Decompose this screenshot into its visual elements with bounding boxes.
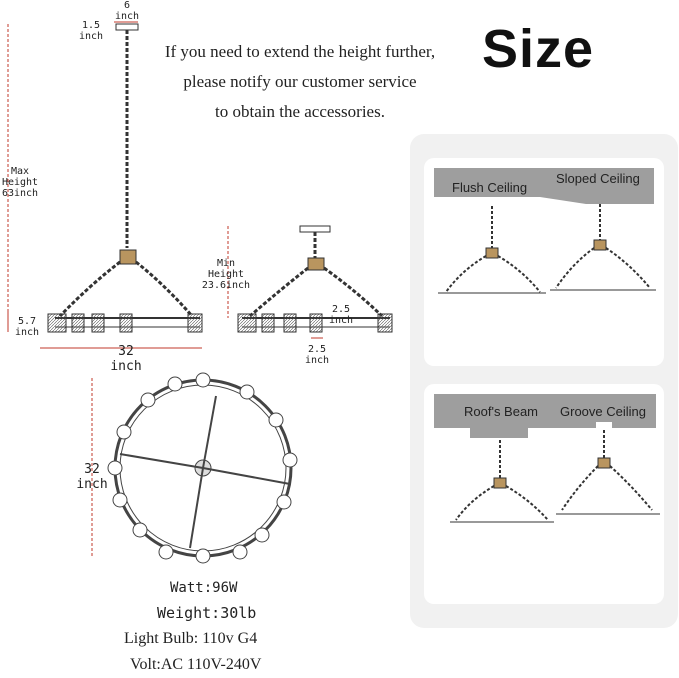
flush-ceiling-label: Flush Ceiling [452,180,528,195]
canopy-width-label: 6 inch [114,0,140,22]
side-height-label: 5.7 inch [14,316,40,338]
bulb-spec: Light Bulb: 110v G4 [124,630,258,647]
min-height-chandelier [237,225,393,333]
diameter-label: 32 inch [76,462,108,492]
sloped-ceiling-label: Sloped Ceiling [556,171,640,186]
roofs-beam-label: Roof's Beam [464,404,539,419]
min-height-label: Min Height 23.6inch [201,258,251,291]
note-line-2: please notify our customer service [183,72,417,91]
page-title: Size [482,19,595,79]
note-line-1: If you need to extend the height further… [164,42,436,61]
weight-spec: Weight:30lb [157,604,257,622]
note-line-3: to obtain the accessories. [215,102,385,121]
watt-spec: Watt:96W [170,580,238,596]
top-view-chandelier [107,372,298,564]
volt-spec: Volt:AC 110V-240V [130,656,262,673]
canopy-height-label: 1.5 inch [78,20,104,42]
small-top-label: 2.5 inch [328,304,354,326]
width-label: 32 inch [110,344,142,374]
max-height-label: Max Height 63inch [1,166,39,199]
max-height-chandelier [47,23,203,333]
dimension-lines [7,21,323,556]
groove-ceiling-label: Groove Ceiling [560,404,646,419]
small-bottom-label: 2.5 inch [304,344,330,366]
